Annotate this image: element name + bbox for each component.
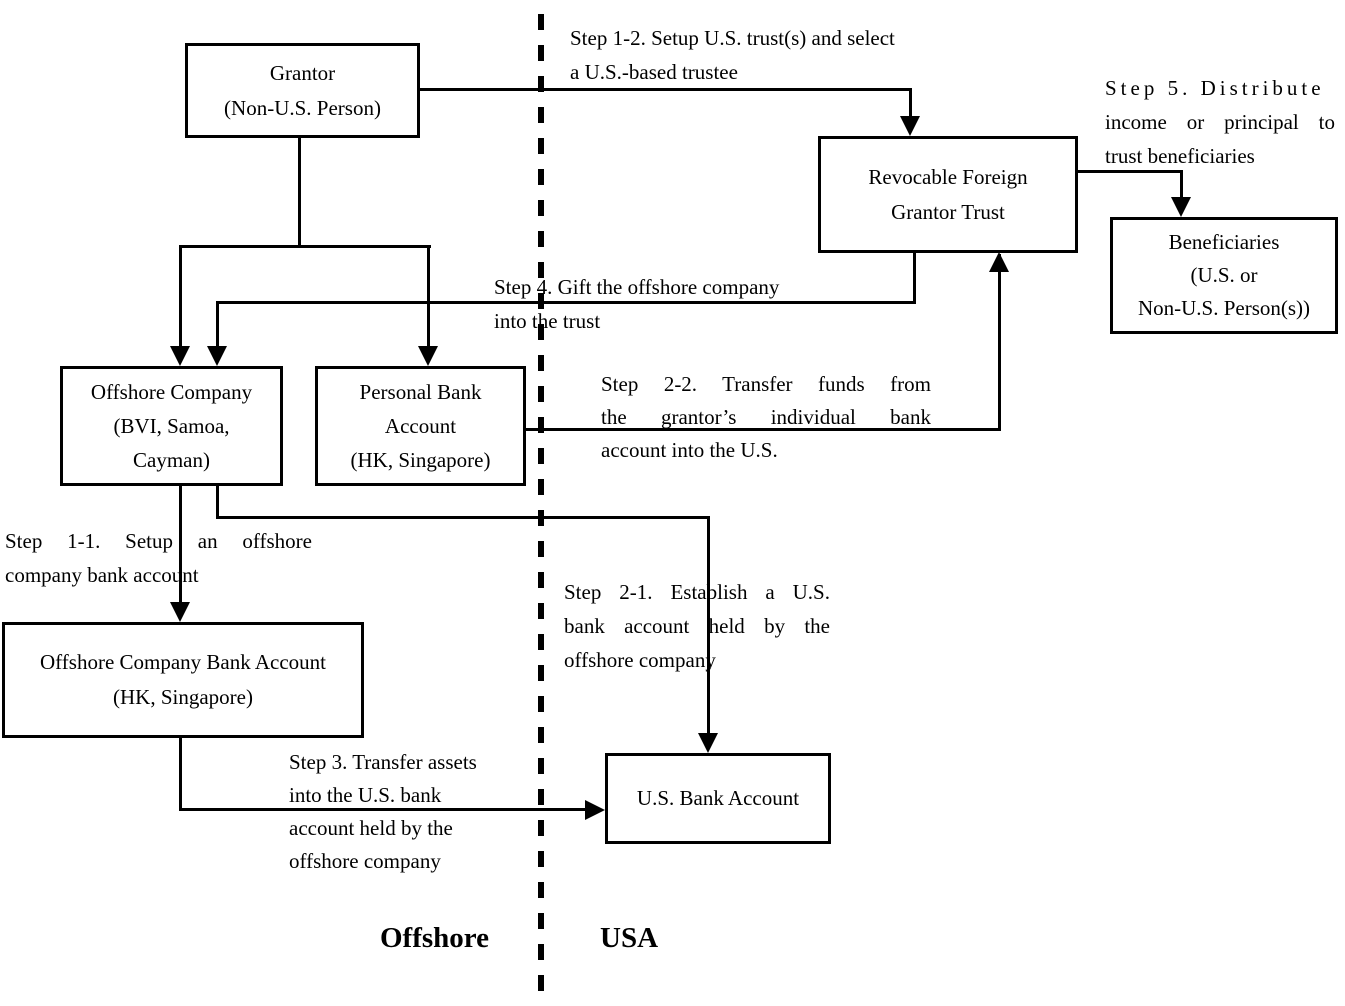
usa-region-label: USA [600,922,659,954]
arrowhead-into-offshore-bank-icon [170,602,190,622]
offshore-bank-line-2: (HK, Singapore) [113,685,253,709]
connector-step-2-2-horizontal [526,428,1001,431]
step-1-2-label: Step 1-2. Setup U.S. trust(s) and select… [570,21,895,89]
step-3-label-line-3: account held by the [289,816,453,840]
step-2-2-label-line-3: account into the U.S. [601,438,778,462]
step-2-1-label-line-2: bank account held by the [564,614,830,638]
connector-branch-to-personal-bank-vertical [427,245,430,348]
offshore-company-line-3: Cayman) [133,448,210,472]
connector-step-2-1-down-vertical [216,486,219,519]
personal-bank-line-2: Account [384,414,457,438]
arrowhead-into-trust-top-icon [900,116,920,136]
connector-step-2-1-vertical [707,516,710,736]
connector-step-1-1-vertical [179,486,182,604]
offshore-company-bank-account-box: Offshore Company Bank Account (HK, Singa… [2,622,364,738]
connector-step-3-vertical [179,737,182,811]
us-bank-line-1: U.S. Bank Account [636,786,800,810]
connector-step-3-horizontal [179,808,587,811]
connector-step-5-vertical [1180,170,1183,199]
offshore-usa-separator-line [538,14,544,992]
step-3-label: Step 3. Transfer assets into the U.S. ba… [289,746,477,878]
us-bank-account-box: U.S. Bank Account [605,753,831,844]
arrowhead-into-beneficiaries-icon [1171,197,1191,217]
offshore-company-line-1: Offshore Company [90,380,253,404]
beneficiaries-line-2: (U.S. or [1190,263,1258,287]
step-2-1-label-line-1: Step 2-1. Establish a U.S. [564,580,830,604]
step-5-label-line-1: Step 5. Distribute [1105,76,1325,100]
connector-branch-to-offshore-company-vertical [179,245,182,348]
step-2-1-label-line-3: offshore company [564,648,716,672]
step-2-1-label: Step 2-1. Establish a U.S. bank account … [564,575,830,677]
step-1-2-label-line-2: a U.S.-based trustee [570,60,738,84]
step-4-label-line-2: into the trust [494,309,601,333]
connector-grantor-to-trust-vertical [909,88,912,122]
arrowhead-into-us-bank-top-icon [698,733,718,753]
connector-step-2-1-horizontal [216,516,710,519]
connector-step-4-trust-vertical [913,252,916,304]
connector-grantor-branch-horizontal [179,245,431,248]
connector-grantor-down-vertical [298,137,301,248]
trust-line-2: Grantor Trust [891,199,1005,224]
step-1-1-label-line-2: company bank account [5,563,199,587]
arrowhead-into-personal-bank-icon [418,346,438,366]
beneficiaries-box: Beneficiaries (U.S. or Non-U.S. Person(s… [1110,217,1338,334]
connector-step-5-horizontal [1077,170,1183,173]
personal-bank-line-1: Personal Bank [359,380,482,404]
step-5-label-line-2: income or principal to [1105,110,1335,134]
grantor-box: Grantor (Non-U.S. Person) [185,43,420,138]
beneficiaries-line-1: Beneficiaries [1168,230,1280,254]
step-4-label-line-1: Step 4. Gift the offshore company [494,275,780,299]
grantor-line-1: Grantor [269,60,336,85]
step-1-2-label-line-1: Step 1-2. Setup U.S. trust(s) and select [570,26,895,50]
step-3-label-line-4: offshore company [289,849,441,873]
trust-line-1: Revocable Foreign [868,164,1028,189]
grantor-line-2: (Non-U.S. Person) [224,95,381,120]
connector-step-4-horizontal [216,301,916,304]
offshore-company-line-2: (BVI, Samoa, [113,414,230,438]
connector-step-4-down-vertical [216,301,219,348]
offshore-bank-line-1: Offshore Company Bank Account [40,650,326,674]
arrowhead-into-us-bank-left-icon [585,800,605,820]
step-3-label-line-1: Step 3. Transfer assets [289,750,477,774]
step-4-label: Step 4. Gift the offshore company into t… [494,270,779,338]
offshore-company-box: Offshore Company (BVI, Samoa, Cayman) [60,366,283,486]
arrowhead-into-offshore-company-right-icon [207,346,227,366]
step-2-2-label-line-1: Step 2-2. Transfer funds from [601,372,931,396]
connector-grantor-to-trust-horizontal [420,88,912,91]
step-3-label-line-2: into the U.S. bank [289,783,442,807]
step-2-2-label: Step 2-2. Transfer funds from the granto… [601,368,931,467]
beneficiaries-line-3: Non-U.S. Person(s)) [1137,296,1311,320]
personal-bank-line-3: (HK, Singapore) [350,448,491,472]
offshore-region-label: Offshore [380,922,490,954]
arrowhead-into-offshore-company-left-icon [170,346,190,366]
personal-bank-account-box: Personal Bank Account (HK, Singapore) [315,366,526,486]
revocable-foreign-grantor-trust-box: Revocable Foreign Grantor Trust [818,136,1078,253]
step-1-1-label-line-1: Step 1-1. Setup an offshore [5,529,312,553]
step-2-2-label-line-2: the grantor’s individual bank [601,405,931,429]
step-5-label: Step 5. Distribute income or principal t… [1105,71,1335,173]
connector-step-2-2-vertical [998,254,1001,431]
step-1-1-label: Step 1-1. Setup an offshore company bank… [5,524,312,592]
step-5-label-line-3: trust beneficiaries [1105,144,1255,168]
arrowhead-into-trust-bottom-icon [989,252,1009,272]
